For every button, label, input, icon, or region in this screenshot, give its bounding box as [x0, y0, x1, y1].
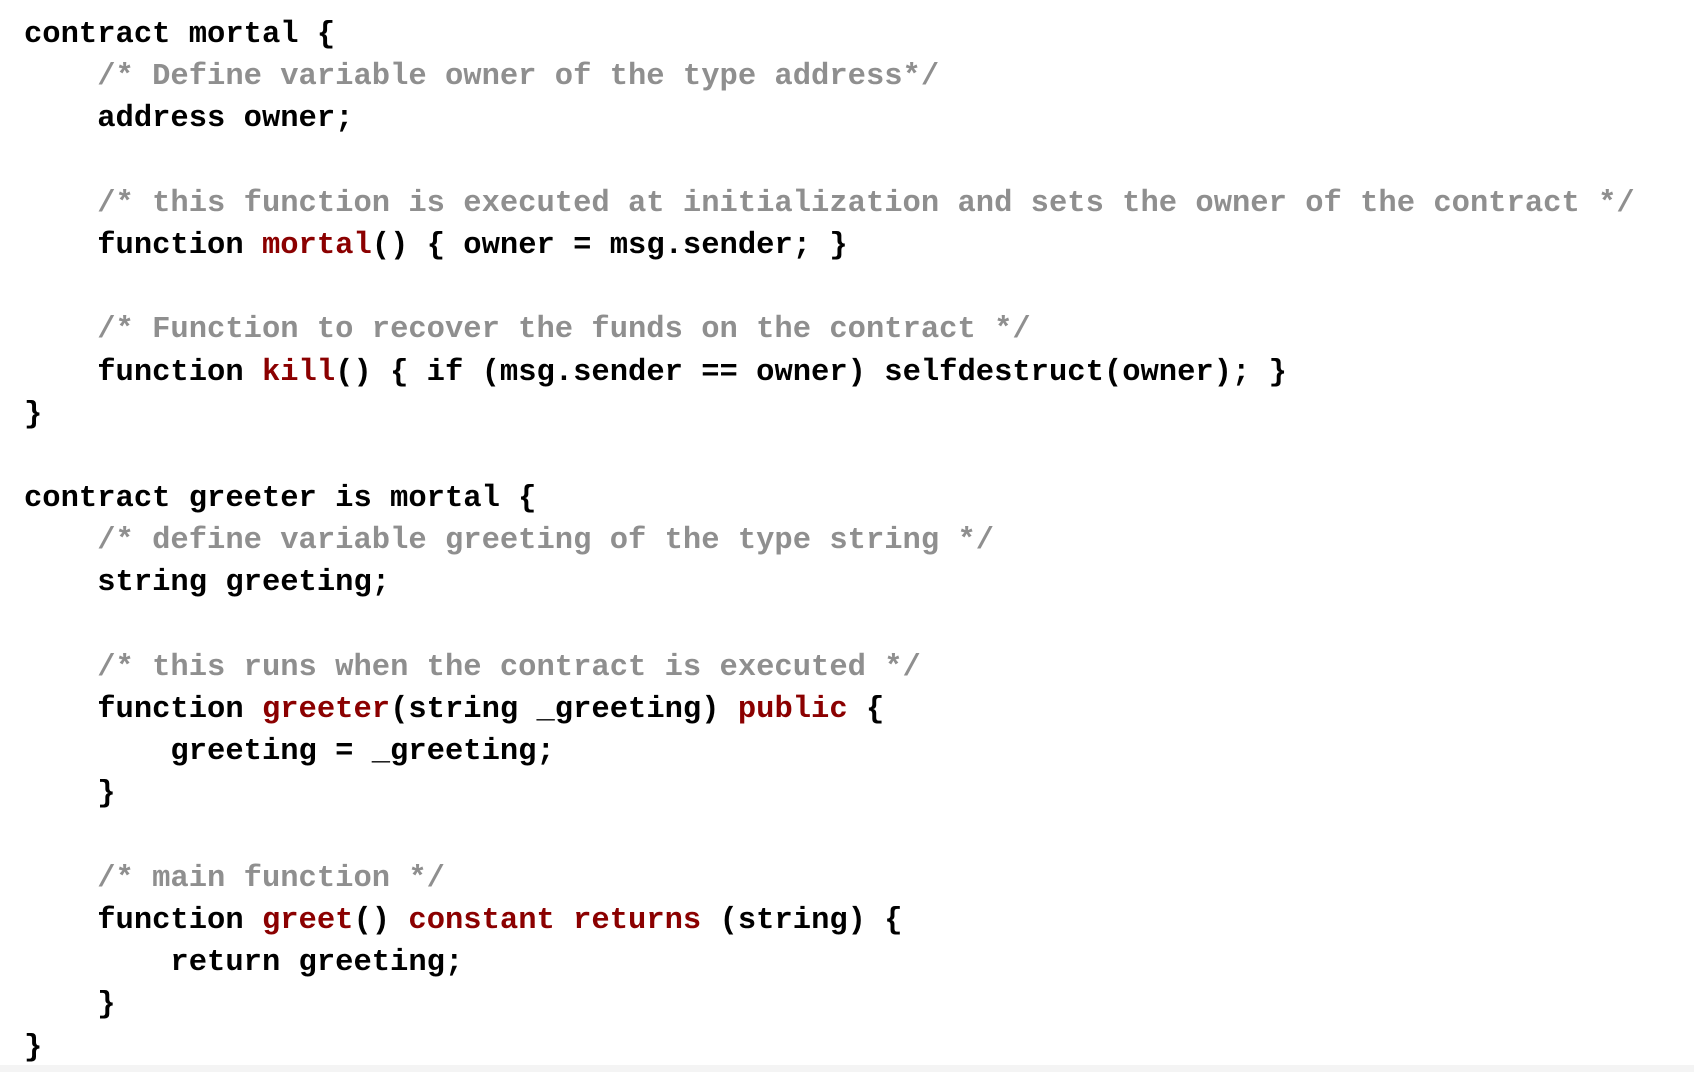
code-text: } [24, 397, 43, 432]
code-line: } [24, 984, 1694, 1026]
code-text: contract mortal { [24, 18, 336, 52]
code-text: function [24, 693, 262, 727]
code-keyword: public [737, 693, 848, 727]
code-keyword: constant returns [408, 903, 702, 938]
code-text [24, 862, 97, 896]
code-comment: /* Function to recover the funds on the … [97, 313, 1031, 348]
code-text: } [24, 988, 116, 1023]
code-text: } [24, 1030, 43, 1065]
code-text [24, 651, 97, 685]
code-text [24, 187, 97, 221]
code-line: string greeting; [24, 562, 1694, 604]
code-keyword: greeter [261, 693, 391, 727]
code-line [24, 267, 1694, 309]
code-block: contract mortal { /* Define variable own… [24, 14, 1694, 1069]
code-text: () [353, 903, 409, 938]
code-line: contract greeter is mortal { [24, 478, 1694, 520]
code-text [24, 524, 97, 558]
code-line: /* Function to recover the funds on the … [24, 309, 1694, 351]
code-line: address owner; [24, 98, 1694, 140]
code-line: } [24, 1027, 1694, 1069]
code-text: (string _greeting) [390, 693, 738, 727]
code-keyword: mortal [261, 228, 372, 263]
code-comment: /* Define variable owner of the type add… [97, 60, 940, 95]
code-line [24, 816, 1694, 858]
code-text: return greeting; [24, 946, 464, 981]
code-line: /* main function */ [24, 858, 1694, 900]
code-line [24, 605, 1694, 647]
code-line: /* this function is executed at initiali… [24, 183, 1694, 225]
code-line: function kill() { if (msg.sender == owne… [24, 352, 1694, 394]
code-line: /* Define variable owner of the type add… [24, 56, 1694, 98]
code-text [24, 60, 97, 94]
code-line: } [24, 394, 1694, 436]
code-text: greeting = _greeting; [24, 735, 555, 770]
code-text: function [24, 355, 262, 390]
code-text: { [847, 693, 885, 727]
code-text: function [24, 228, 262, 263]
code-keyword: greet [261, 903, 354, 938]
code-line [24, 141, 1694, 183]
code-comment: /* this runs when the contract is execut… [97, 650, 921, 685]
code-text: address owner; [24, 102, 354, 137]
code-comment: /* define variable greeting of the type … [97, 524, 995, 559]
code-line [24, 436, 1694, 478]
code-line: function greet() constant returns (strin… [24, 900, 1694, 942]
code-text: () { owner = msg.sender; } [371, 228, 848, 263]
bottom-divider [0, 1065, 1694, 1072]
code-comment: /* this function is executed at initiali… [97, 186, 1635, 221]
code-line: greeting = _greeting; [24, 731, 1694, 773]
code-text: } [24, 777, 116, 812]
code-keyword: kill [261, 355, 336, 390]
code-text: function [24, 903, 262, 938]
code-text: () { if (msg.sender == owner) selfdestru… [335, 355, 1287, 390]
code-line: contract mortal { [24, 14, 1694, 56]
code-line: /* this runs when the contract is execut… [24, 647, 1694, 689]
code-line: /* define variable greeting of the type … [24, 520, 1694, 562]
code-text: contract greeter is mortal { [24, 482, 537, 517]
code-text [24, 313, 97, 347]
code-comment: /* main function */ [97, 861, 445, 896]
code-line: } [24, 773, 1694, 815]
code-text: (string) { [701, 903, 903, 938]
code-line: function mortal() { owner = msg.sender; … [24, 225, 1694, 267]
code-line: function greeter(string _greeting) publi… [24, 689, 1694, 731]
code-line: return greeting; [24, 942, 1694, 984]
code-text: string greeting; [24, 566, 391, 601]
